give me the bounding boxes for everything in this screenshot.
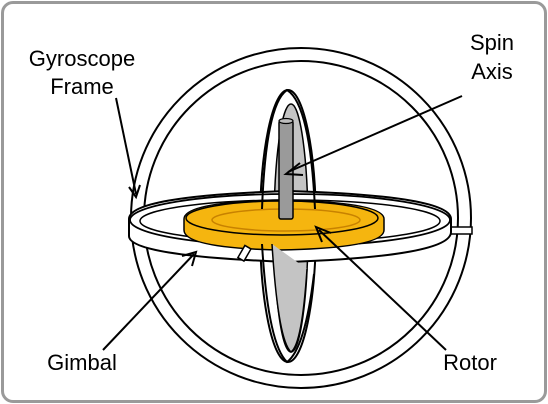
label-spin-axis-line2: Axis [471, 59, 513, 84]
leader-lines [102, 95, 463, 351]
spin-axis-leader-line [287, 95, 463, 173]
label-gyroscope-frame-line1: Gyroscope [29, 46, 135, 71]
rotor-leader-line [318, 229, 447, 351]
label-rotor: Rotor [443, 350, 497, 375]
gimbal-leader-line [102, 253, 195, 351]
spin-axis-arrowhead [283, 162, 304, 176]
gimbal-ring-front [261, 88, 316, 364]
gyroscope-diagram: Gyroscope Frame Spin Axis Gimbal Rotor [29, 30, 514, 389]
frame-leader-line [115, 97, 137, 195]
gimbal-pivot-block [236, 244, 252, 263]
spin-axis-shaft [278, 117, 294, 220]
rotor-arrowhead [314, 225, 332, 243]
label-gyroscope-frame-line2: Frame [50, 74, 114, 99]
gimbal-arrowhead [181, 250, 198, 267]
frame-arrowhead [128, 184, 141, 200]
label-gimbal: Gimbal [47, 350, 117, 375]
label-spin-axis-line1: Spin [470, 30, 514, 55]
